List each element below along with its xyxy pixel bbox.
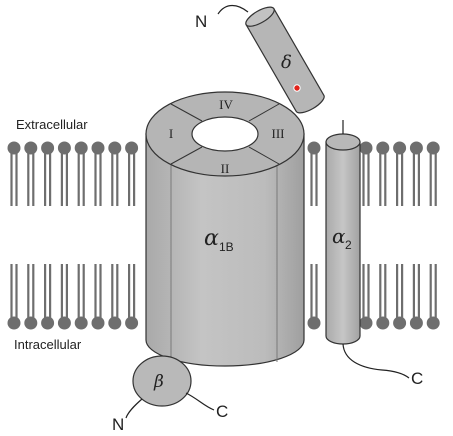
lipid-head-lower [74, 316, 88, 330]
alpha1b-subscript: 1B [219, 240, 234, 254]
domain-divider-lr [248, 146, 280, 165]
lipid-head-upper [7, 141, 21, 155]
domain-label-iii: III [272, 126, 285, 141]
lipid-head-lower [393, 316, 407, 330]
alpha2-c-label: C [411, 369, 423, 388]
domain-divider-ur [248, 103, 280, 122]
delta-top [245, 6, 275, 27]
lipid-head-upper [426, 141, 440, 155]
lipid-head-upper [409, 141, 423, 155]
delta-n-tail [217, 4, 249, 15]
beta-symbol: β [153, 372, 164, 392]
alpha2-subscript: 2 [345, 238, 352, 252]
alpha2-c-tail [342, 343, 410, 379]
delta-n-label: N [195, 12, 207, 31]
delta-body [245, 7, 325, 114]
lipid-head-upper [57, 141, 71, 155]
lipid-head-lower [108, 316, 122, 330]
intracellular-label: Intracellular [14, 337, 82, 352]
beta-n-tail [125, 398, 143, 419]
lipid-head-lower [7, 316, 21, 330]
domain-label-ii: II [221, 161, 230, 176]
beta-body [132, 355, 192, 407]
lipid-head-lower [24, 316, 38, 330]
delta-subunit: δ N [195, 4, 325, 114]
beta-c-label: C [216, 402, 228, 421]
alpha1b-pore [191, 116, 259, 152]
lipid-head-upper [307, 141, 321, 155]
lipid-head-upper [393, 141, 407, 155]
lipid-head-lower [376, 316, 390, 330]
lipid-head-upper [125, 141, 139, 155]
domain-label-iv: IV [219, 97, 233, 112]
alpha1b-symbol: α [204, 226, 219, 251]
beta-subunit: β N C [112, 355, 228, 434]
delta-symbol: δ [281, 52, 292, 73]
alpha1b-body [145, 133, 305, 367]
beta-n-label: N [112, 415, 124, 434]
lipid-head-lower [359, 316, 373, 330]
lipid-head-upper [376, 141, 390, 155]
lipid-head-upper [24, 141, 38, 155]
lipid-bilayer [7, 141, 440, 330]
alpha2-symbol: α [332, 224, 346, 248]
lipid-head-lower [57, 316, 71, 330]
domain-divider-ul [170, 103, 203, 122]
lipid-head-upper [359, 141, 373, 155]
beta-c-tail [185, 392, 215, 411]
alpha2-body [325, 141, 361, 345]
lipid-head-lower [125, 316, 139, 330]
lipid-head-lower [91, 316, 105, 330]
lipid-head-lower [307, 316, 321, 330]
alpha2-top [325, 133, 361, 151]
domain-label-i: I [169, 126, 173, 141]
lipid-head-upper [74, 141, 88, 155]
domain-divider-ll [170, 146, 203, 165]
lipid-head-upper [108, 141, 122, 155]
extracellular-label: Extracellular [16, 117, 88, 132]
red-marker [293, 84, 301, 92]
alpha2-subunit: α 2 C [325, 120, 423, 388]
alpha1b-subunit: I II III IV α 1B [145, 91, 305, 367]
lipid-head-upper [41, 141, 55, 155]
lipid-head-lower [426, 316, 440, 330]
lipid-head-lower [409, 316, 423, 330]
lipid-head-lower [41, 316, 55, 330]
lipid-head-upper [91, 141, 105, 155]
